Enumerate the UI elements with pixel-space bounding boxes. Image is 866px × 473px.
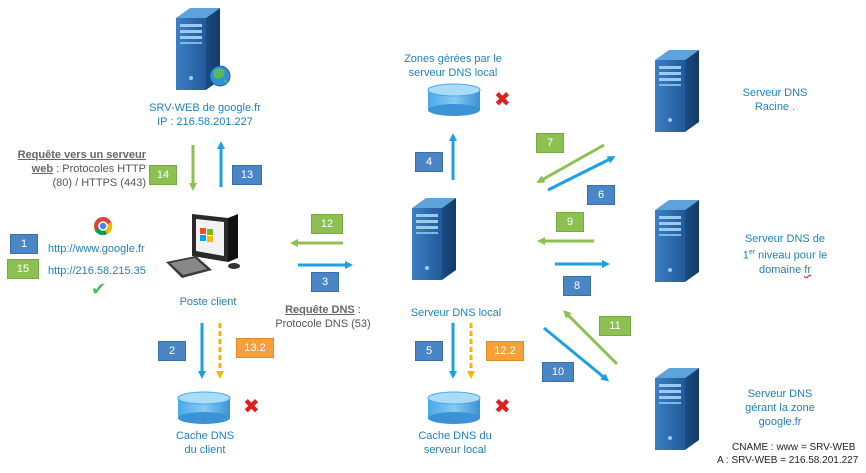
http-request-protocols: : Protocoles HTTP — [53, 163, 146, 175]
local-dns-label: Serveur DNS local — [410, 307, 502, 319]
step-badge-1: 1 — [10, 234, 38, 254]
local-cache-database-icon — [427, 391, 481, 425]
root-dns-server-icon — [655, 50, 699, 132]
step-badge-12: 12 — [311, 214, 343, 234]
zones-cross-icon: ✖ — [494, 89, 511, 111]
client-cache-label-line2: du client — [184, 444, 226, 456]
step-badge-9: 9 — [556, 212, 584, 232]
local-dns-server-icon — [412, 198, 456, 280]
arrow-step-10 — [543, 326, 610, 382]
url-hostname: http://www.google.fr — [48, 243, 145, 255]
tld-dns-label-line2: 1er niveau pour le — [742, 249, 828, 262]
http-request-title: Requête vers un serveur — [17, 149, 146, 161]
arrow-step-6 — [547, 156, 616, 192]
step-badge-11: 11 — [599, 316, 631, 336]
zones-label-line2: serveur DNS local — [408, 67, 498, 79]
auth-dns-label: Serveur DNS gérant la zone google.fr — [725, 387, 835, 429]
zones-label: Zones gérées par le serveur DNS local — [388, 52, 518, 80]
client-cache-database-icon — [177, 391, 231, 425]
http-request-title2: web — [31, 163, 54, 175]
step-badge-8: 8 — [563, 276, 591, 296]
arrow-step-7 — [536, 143, 605, 183]
auth-dns-label-line2: gérant la zone — [745, 402, 815, 414]
tld-dns-label: Serveur DNS de 1er niveau pour le domain… — [730, 232, 840, 277]
tld-dns-label-line3: domaine fr — [759, 263, 811, 276]
zones-database-icon — [427, 83, 481, 117]
client-label: Poste client — [179, 296, 237, 308]
check-icon: ✔ — [91, 279, 107, 299]
http-request-ports: (80) / HTTPS (443) — [52, 177, 146, 189]
root-dns-label: Serveur DNS Racine . — [720, 86, 830, 114]
globe-icon — [209, 65, 231, 87]
web-server-name: SRV-WEB de google.fr — [149, 102, 261, 114]
dns-request-protocol: Protocole DNS (53) — [275, 318, 371, 330]
root-dns-label-line2: Racine . — [754, 101, 796, 113]
root-dns-label-line1: Serveur DNS — [742, 87, 808, 99]
local-cache-label-line2: serveur local — [423, 444, 487, 456]
client-computer-icon — [166, 214, 240, 278]
step-badge-13: 13 — [232, 165, 262, 185]
dns-request-title: Requête DNS — [285, 304, 355, 316]
http-request-note: Requête vers un serveur web : Protocoles… — [8, 148, 146, 190]
arrow-step-11 — [563, 310, 619, 366]
step-badge-6: 6 — [587, 185, 615, 205]
client-cache-label: Cache DNS du client — [160, 429, 250, 457]
web-server-label: SRV-WEB de google.fr IP : 216.58.201.227 — [140, 101, 270, 129]
web-server-ip: IP : 216.58.201.227 — [157, 116, 253, 128]
step-badge-12-2: 12.2 — [486, 341, 524, 361]
step-badge-14: 14 — [149, 165, 177, 185]
step-badge-7: 7 — [536, 133, 564, 153]
a-record: A : SRV-WEB = 216.58.201.227 — [717, 455, 859, 466]
cname-record: CNAME : www = SRV-WEB — [732, 442, 856, 453]
step-badge-3: 3 — [311, 272, 339, 292]
local-cache-label: Cache DNS du serveur local — [405, 429, 505, 457]
tld-dns-label-line1: Serveur DNS de — [744, 233, 826, 245]
url-ip: http://216.58.215.35 — [48, 265, 146, 277]
auth-dns-label-line1: Serveur DNS — [747, 388, 813, 400]
local-cache-cross-icon: ✖ — [494, 396, 511, 418]
step-badge-13-2: 13.2 — [236, 338, 274, 358]
zones-label-line1: Zones gérées par le — [404, 53, 502, 65]
client-cache-label-line1: Cache DNS — [175, 430, 235, 442]
local-cache-label-line1: Cache DNS du — [418, 430, 492, 442]
step-badge-2: 2 — [158, 341, 186, 361]
chrome-icon — [94, 217, 113, 236]
step-badge-15: 15 — [7, 259, 39, 279]
authoritative-dns-server-icon — [655, 368, 699, 450]
step-badge-10: 10 — [542, 362, 574, 382]
dns-request-note: Requête DNS : Protocole DNS (53) — [268, 303, 378, 331]
auth-dns-label-line3: google.fr — [758, 416, 802, 428]
client-cache-cross-icon: ✖ — [243, 396, 260, 418]
tld-dns-server-icon — [655, 200, 699, 282]
step-badge-5: 5 — [415, 341, 443, 361]
step-badge-4: 4 — [415, 152, 443, 172]
